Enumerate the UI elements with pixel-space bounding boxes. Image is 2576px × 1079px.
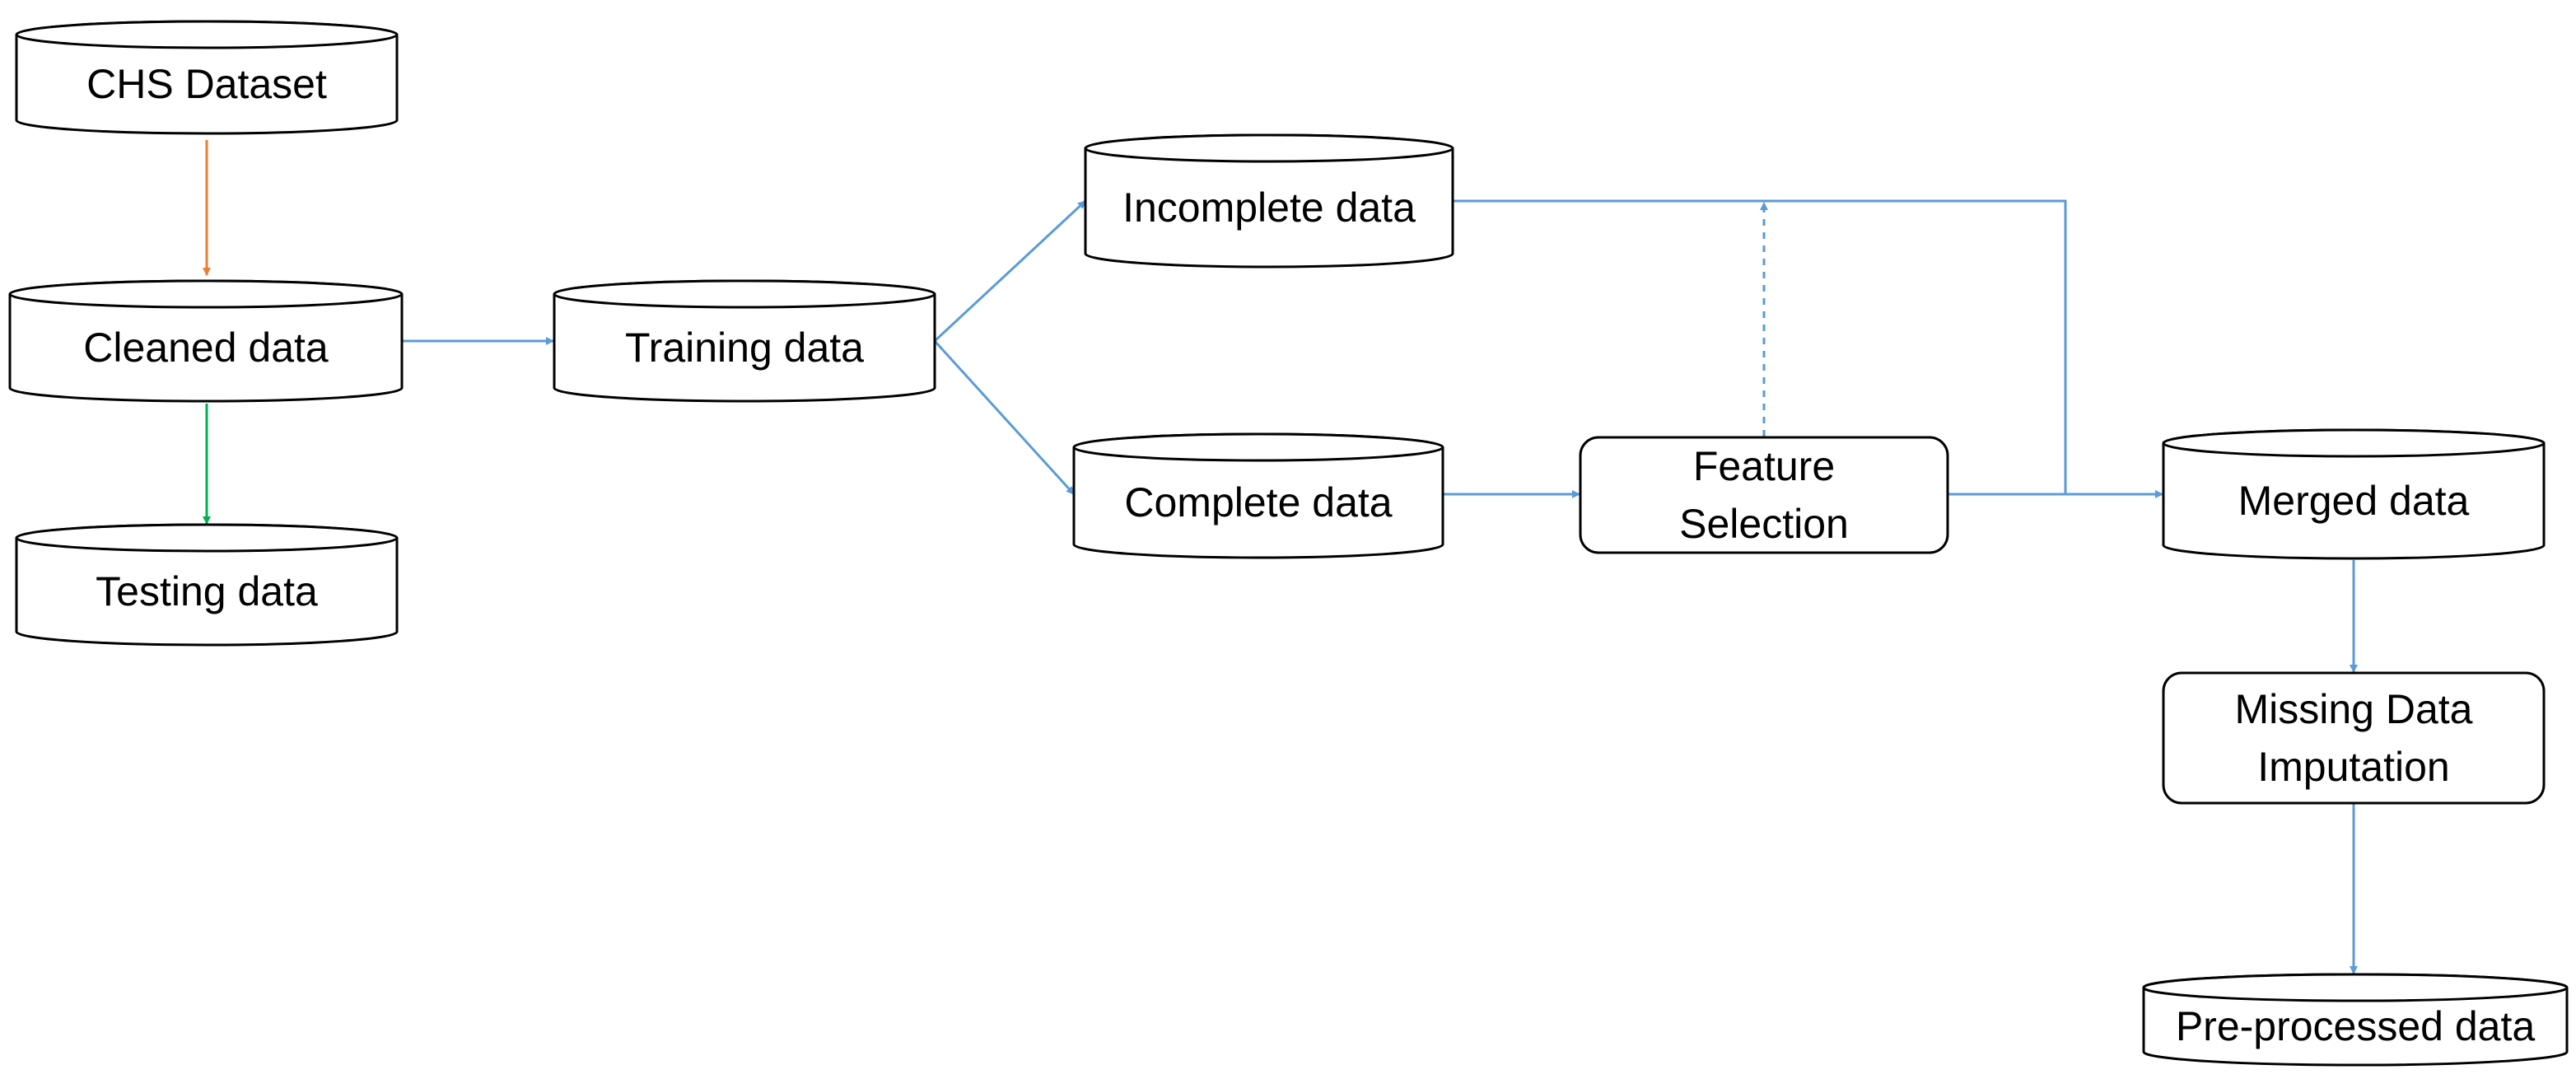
database-cylinder-top xyxy=(2162,428,2546,458)
node-label: Pre-processed data xyxy=(2176,1003,2536,1049)
node-complete: Complete data xyxy=(1072,432,1444,559)
node-label: Selection xyxy=(1679,501,1849,547)
node-label: Training data xyxy=(625,325,864,371)
node-cleaned: Cleaned data xyxy=(8,279,404,403)
node-testing: Testing data xyxy=(15,523,399,647)
process-box-shape xyxy=(1579,436,1949,554)
node-training: Training data xyxy=(553,279,936,403)
node-label: Merged data xyxy=(2238,478,2470,524)
node-merged: Merged data xyxy=(2162,428,2546,560)
node-incomplete: Incomplete data xyxy=(1084,133,1454,269)
database-cylinder-top xyxy=(1072,432,1444,462)
database-cylinder-top xyxy=(2142,973,2569,1002)
node-chs: CHS Dataset xyxy=(15,20,399,135)
node-label: CHS Dataset xyxy=(86,61,327,107)
process-box-shape xyxy=(2162,671,2546,805)
database-cylinder-top xyxy=(15,523,399,553)
database-cylinder-top xyxy=(8,279,404,309)
node-label: Testing data xyxy=(96,568,318,614)
node-label: Imputation xyxy=(2257,744,2449,790)
arrow-training-to-complete xyxy=(933,339,1076,496)
node-label: Feature xyxy=(1693,443,1835,489)
node-label: Missing Data xyxy=(2235,686,2473,732)
database-cylinder-top xyxy=(553,279,936,309)
node-preprocessed: Pre-processed data xyxy=(2142,973,2569,1067)
node-label: Incomplete data xyxy=(1122,185,1416,231)
node-label: Complete data xyxy=(1124,479,1392,525)
arrow-training-to-incomplete xyxy=(933,199,1087,343)
node-label: Cleaned data xyxy=(83,325,329,371)
arrow-incomplete-to-merged xyxy=(1453,199,2067,494)
database-cylinder-top xyxy=(1084,133,1454,163)
database-cylinder-top xyxy=(15,20,399,49)
